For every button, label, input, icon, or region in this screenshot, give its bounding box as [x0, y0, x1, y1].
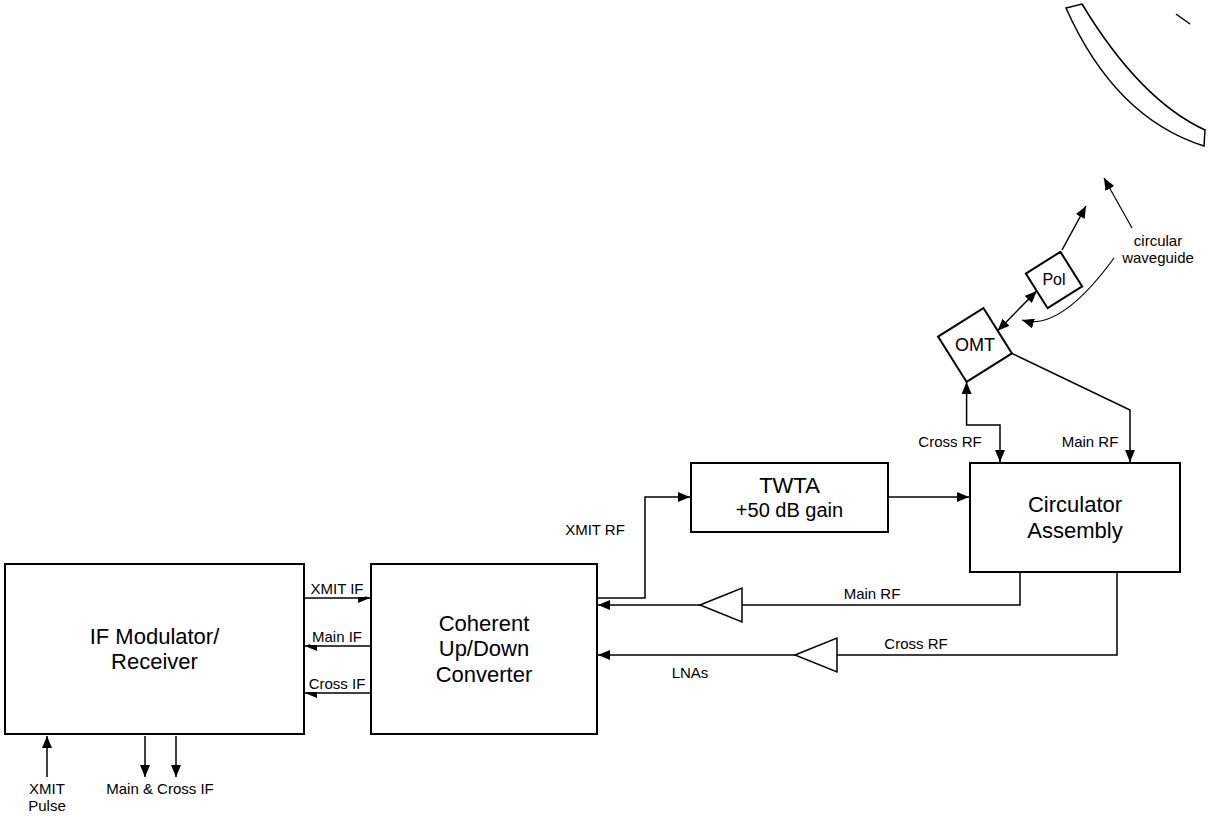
node-title: IF Modulator/ Receiver [67, 624, 242, 675]
signal-label: XMIT RF [563, 521, 627, 538]
signal-name: Main & Cross IF [104, 780, 216, 797]
signal-name: XMIT Pulse [19, 780, 75, 815]
connector-line [305, 645, 370, 647]
lna-symbol [700, 588, 742, 622]
polarizer-block: Pol [1022, 248, 1086, 312]
node-title: Pol [1042, 271, 1065, 289]
node-subtitle: +50 dB gain [736, 499, 843, 522]
connector-line [305, 597, 370, 599]
connector-line [598, 573, 1020, 605]
leader-line [1104, 178, 1132, 228]
signal-label: Main RF [842, 585, 903, 602]
connector-line [1012, 353, 1130, 462]
callout-label: circular waveguide [1120, 232, 1196, 267]
node-title: TWTA [759, 473, 820, 498]
process-box: Coherent Up/Down Converter [370, 563, 598, 735]
input-arrow [46, 736, 48, 777]
signal-label: Cross IF [307, 675, 368, 692]
node-title: OMT [955, 335, 995, 356]
amplifier-box: TWTA+50 dB gain [690, 462, 889, 533]
component-label: LNAs [670, 664, 711, 681]
signal-label: Main RF [1060, 433, 1121, 450]
signal-label: Main IF [310, 628, 364, 645]
connector-line [305, 692, 370, 694]
outline-polygon [938, 308, 1012, 382]
dish-rim [1176, 14, 1190, 24]
dish-reflector [1066, 4, 1205, 146]
connector-line [889, 496, 969, 498]
signal-label: Cross RF [916, 433, 983, 450]
lna-symbol [795, 638, 837, 672]
output-arrow [175, 736, 177, 777]
signal-label: XMIT IF [308, 580, 365, 597]
outline-polygon [1026, 252, 1082, 308]
omt-block: OMT [933, 303, 1017, 387]
feed-arrow [1062, 206, 1086, 250]
connector-line [598, 573, 1117, 655]
process-box: Circulator Assembly [969, 462, 1181, 573]
node-title: Coherent Up/Down Converter [422, 611, 547, 687]
connector-line [598, 497, 690, 598]
connector-line [998, 291, 1037, 331]
output-arrow [144, 736, 146, 777]
node-title: Circulator Assembly [1005, 492, 1145, 543]
signal-label: Cross RF [882, 635, 949, 652]
process-box: IF Modulator/ Receiver [4, 563, 305, 735]
